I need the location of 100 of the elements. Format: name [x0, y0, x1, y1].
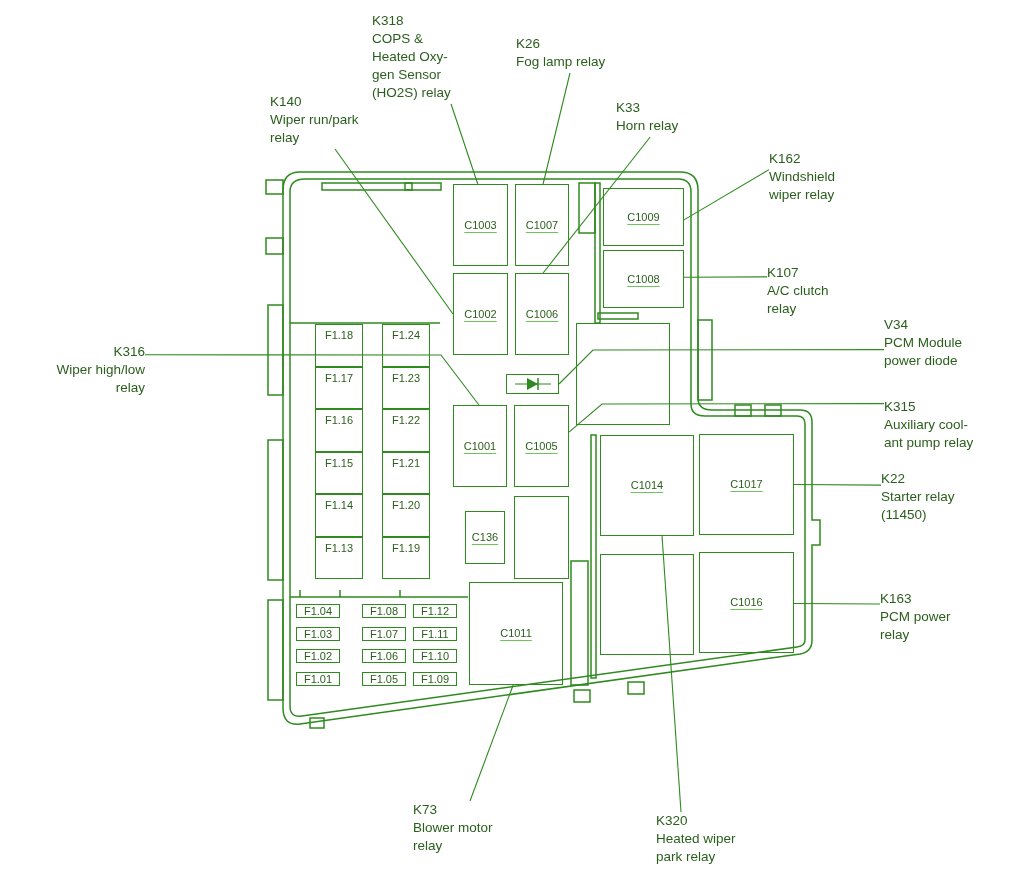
relay-socket: [699, 552, 794, 653]
relay-code-label: K162: [769, 150, 802, 168]
connector-label: C1008: [627, 272, 660, 286]
relay-socket: [514, 496, 569, 579]
relay-description: PCM power relay: [880, 608, 952, 644]
relay-description: Auxiliary cool- ant pump relay: [884, 416, 975, 452]
fuse-socket: [382, 324, 430, 367]
relay-socket: [603, 188, 684, 246]
relay-description: Horn relay: [616, 117, 680, 135]
relay-code-label: K140: [270, 93, 303, 111]
relay-socket: [603, 250, 684, 308]
fuse-label: F1.17: [324, 371, 354, 384]
fuse-label: F1.08: [369, 605, 399, 617]
relay-socket: [699, 434, 794, 535]
fuse-label: F1.09: [420, 673, 450, 685]
relay-description: Blower motor relay: [413, 819, 494, 855]
relay-socket: [453, 405, 507, 487]
fuse-label: F1.01: [303, 673, 333, 685]
fuse-socket: [296, 649, 340, 663]
relay-code-label: K26: [516, 35, 542, 53]
fuse-socket: [382, 451, 430, 494]
relay-code-label: K163: [880, 590, 913, 608]
fuse-label: F1.02: [303, 650, 333, 662]
fuse-label: F1.24: [391, 329, 421, 342]
relay-code-label: K73: [413, 801, 439, 819]
fuse-label: F1.07: [369, 628, 399, 640]
fuse-label: F1.03: [303, 628, 333, 640]
relay-description: Fog lamp relay: [516, 53, 607, 71]
relay-socket: [465, 511, 505, 564]
connector-label: C1017: [730, 478, 763, 491]
relay-code-label: K107: [767, 264, 800, 282]
relay-socket: [515, 273, 569, 355]
connector-label: C1001: [463, 439, 497, 453]
relay-socket: [469, 582, 563, 685]
relay-description: Heated wiper park relay: [656, 830, 737, 866]
fuse-label: F1.12: [420, 605, 450, 617]
leader-line: [793, 602, 881, 605]
fuse-label: F1.13: [324, 541, 354, 554]
fuse-label: F1.14: [324, 499, 354, 512]
fuse-socket: [296, 627, 340, 641]
relay-code-label: K320: [656, 812, 689, 830]
fuse-socket: [413, 627, 457, 641]
relay-code-label: K315: [884, 398, 917, 416]
fuse-socket: [413, 649, 457, 663]
leader-line: [683, 276, 768, 278]
leader-line: [450, 103, 479, 185]
fuse-socket: [315, 494, 363, 537]
connector-label: C1005: [525, 439, 558, 453]
fuse-label: F1.22: [391, 414, 421, 427]
connector-label: C1006: [525, 307, 559, 321]
fuse-label: F1.11: [421, 628, 449, 640]
fuse-socket: [362, 672, 406, 686]
fuse-label: F1.20: [391, 499, 421, 512]
fuse-label: F1.06: [369, 650, 399, 662]
leader-line: [683, 169, 770, 221]
relay-description: COPS & Heated Oxy- gen Sensor (HO2S) relay: [372, 30, 452, 102]
relay-code-label: K318: [372, 12, 405, 30]
fuse-socket: [362, 604, 406, 618]
connector-label: C1007: [525, 218, 559, 232]
leader-line: [558, 349, 885, 385]
fuse-label: F1.04: [303, 605, 333, 617]
fuse-socket: [382, 536, 430, 579]
leader-line: [661, 535, 682, 813]
leader-line: [334, 148, 454, 315]
relay-description: Wiper high/low relay: [55, 361, 145, 397]
relay-description: PCM Module power diode: [884, 334, 964, 370]
relay-description: Windshield wiper relay: [769, 168, 837, 204]
relay-socket: [453, 184, 508, 266]
fuse-label: F1.18: [324, 329, 354, 342]
relay-description: Starter relay (11450): [881, 488, 956, 524]
relay-description: A/C clutch relay: [767, 282, 830, 318]
fuse-label: F1.21: [391, 456, 421, 469]
fuse-label: F1.16: [324, 414, 354, 427]
leader-line: [793, 483, 882, 486]
relay-code-label: K316: [112, 343, 145, 361]
connector-label: C1016: [730, 596, 763, 609]
connector-label: C1002: [464, 307, 497, 321]
relay-code-label: V34: [884, 316, 910, 334]
diode-socket: [506, 374, 559, 394]
relay-socket: [453, 273, 508, 355]
fuse-socket: [315, 409, 363, 452]
relay-description: Wiper run/park relay: [270, 111, 360, 147]
fuse-socket: [315, 536, 363, 579]
relay-socket: [600, 554, 694, 655]
fuse-socket: [382, 409, 430, 452]
fuse-socket: [413, 604, 457, 618]
fuse-label: F1.19: [391, 541, 421, 554]
relay-socket: [515, 184, 569, 266]
connector-label: C1014: [630, 479, 664, 492]
fuse-label: F1.10: [420, 650, 450, 662]
fuse-socket: [296, 672, 340, 686]
fuse-socket: [382, 494, 430, 537]
fuse-label: F1.05: [369, 673, 399, 685]
fuse-label: F1.23: [391, 371, 421, 384]
fuse-label: F1.15: [324, 456, 354, 469]
connector-label: C1003: [464, 218, 497, 232]
leader-line: [144, 354, 480, 406]
fuse-socket: [296, 604, 340, 618]
relay-socket: [514, 405, 569, 487]
fuse-socket: [362, 649, 406, 663]
